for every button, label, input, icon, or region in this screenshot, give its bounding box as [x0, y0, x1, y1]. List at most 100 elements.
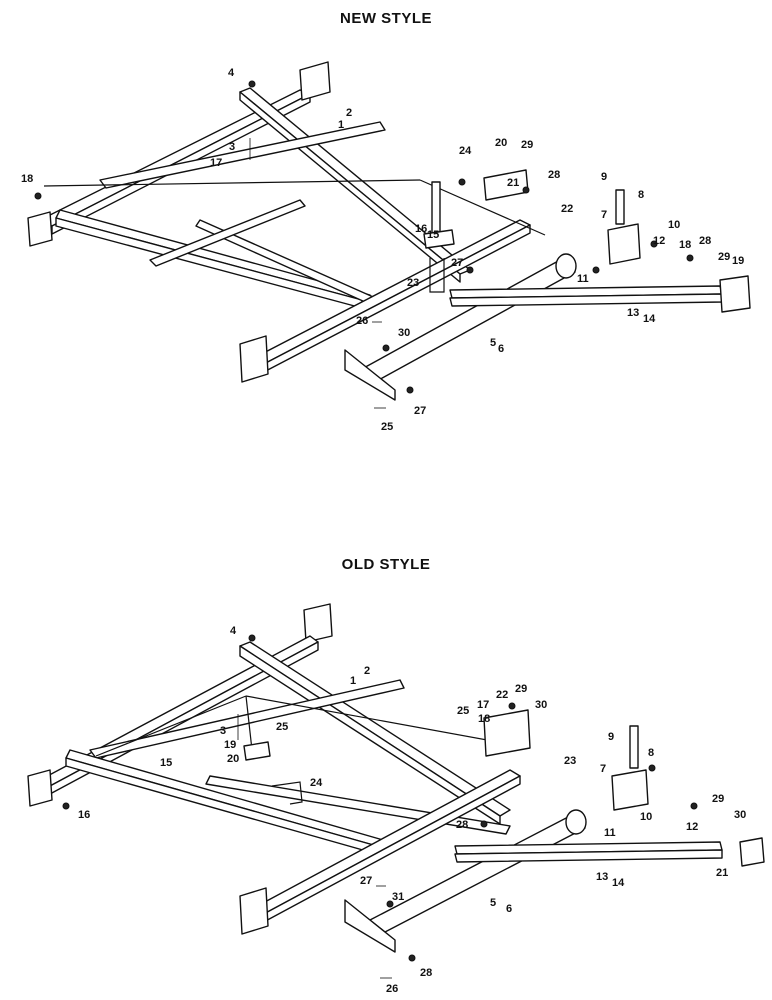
nut	[592, 266, 600, 274]
mount-plate	[27, 211, 53, 247]
nut	[458, 178, 466, 186]
nut	[690, 802, 698, 810]
nut	[650, 240, 658, 248]
part-label: 13	[627, 307, 639, 319]
link-rod	[43, 179, 421, 187]
part-label: 28	[699, 235, 711, 247]
part-label: 7	[600, 763, 606, 775]
cross-beam	[65, 757, 385, 857]
part-label: 25	[381, 421, 393, 433]
part-label: 6	[498, 343, 504, 355]
part-label: 21	[507, 177, 519, 189]
part-label: 14	[643, 313, 656, 325]
part-label: 28	[548, 169, 560, 181]
part-label: 5	[490, 337, 496, 349]
part-label: 29	[718, 251, 730, 263]
cross-beam	[149, 199, 306, 267]
mount-plate	[27, 769, 53, 807]
nut	[522, 186, 530, 194]
nut	[686, 254, 694, 262]
part-label: 9	[608, 731, 614, 743]
hitch-bracket	[719, 275, 751, 313]
nut	[62, 802, 70, 810]
nut	[466, 266, 474, 274]
part-label: 14	[612, 877, 625, 889]
mount-plate	[239, 887, 269, 935]
nut	[648, 764, 656, 772]
part-label: 19	[224, 739, 236, 751]
link-rod	[95, 695, 247, 757]
nut	[406, 386, 414, 394]
new-style-frame-diagram: 4 2 1 3 18 17 24 20 29 28 21 9 8 22 7 10…	[21, 61, 751, 433]
cross-beam	[89, 679, 405, 759]
part-label: 15	[427, 229, 439, 241]
axle-tube	[359, 259, 576, 383]
part-label: 12	[686, 821, 698, 833]
post-plate	[243, 741, 271, 761]
part-label: 11	[604, 827, 616, 839]
cross-beam	[55, 209, 371, 301]
part-label: 27	[414, 405, 426, 417]
hitch-bar	[454, 849, 723, 863]
part-label: 8	[638, 189, 644, 201]
part-label: 24	[310, 777, 323, 789]
link-rod	[245, 695, 521, 747]
part-label: 3	[229, 141, 235, 153]
old-style-frame-diagram: 4 2 1 22 29 30 17 25 18 3 25 19 20 15 24…	[27, 603, 765, 995]
bracket	[483, 169, 529, 201]
part-label: 18	[478, 713, 490, 725]
part-label: 23	[407, 277, 419, 289]
part-label: 27	[360, 875, 372, 887]
part-label: 2	[346, 107, 352, 119]
part-label: 27	[451, 257, 463, 269]
part-label: 1	[338, 119, 344, 131]
jack-bracket	[611, 769, 649, 811]
nut	[248, 634, 256, 642]
jack-bracket	[607, 223, 641, 265]
new-style-title: NEW STYLE	[339, 10, 432, 27]
mount-plate	[299, 61, 331, 101]
part-label: 17	[210, 157, 222, 169]
part-label: 17	[477, 699, 489, 711]
part-label: 28	[420, 967, 432, 979]
tube-end	[565, 809, 587, 835]
part-label: 20	[227, 753, 239, 765]
part-label: 29	[521, 139, 533, 151]
mount-plate	[239, 335, 269, 383]
rockshaft-arm	[344, 349, 396, 401]
part-label: 25	[457, 705, 469, 717]
part-label: 29	[712, 793, 724, 805]
brace	[245, 695, 253, 751]
part-label: 3	[220, 725, 226, 737]
part-label: 18	[21, 173, 33, 185]
u-bolt	[429, 258, 445, 293]
part-label: 20	[495, 137, 507, 149]
part-label: 24	[459, 145, 472, 157]
nut	[34, 192, 42, 200]
part-label: 1	[350, 675, 356, 687]
part-label: 16	[415, 223, 427, 235]
part-label: 4	[228, 67, 235, 79]
part-label: 4	[230, 625, 237, 637]
part-label: 22	[561, 203, 573, 215]
mount-plate	[303, 603, 333, 643]
part-label: 30	[398, 327, 410, 339]
link-rod	[419, 179, 546, 236]
nut	[382, 344, 390, 352]
jack-post	[615, 189, 625, 225]
part-label: 31	[392, 891, 404, 903]
part-label: 9	[601, 171, 607, 183]
part-label: 18	[679, 239, 691, 251]
part-label: 19	[732, 255, 744, 267]
old-style-title: OLD STYLE	[341, 556, 431, 573]
nut	[508, 702, 516, 710]
part-label: 5	[490, 897, 496, 909]
part-label: 28	[456, 819, 468, 831]
part-label: 26	[356, 315, 368, 327]
part-label: 21	[716, 867, 728, 879]
part-label: 30	[734, 809, 746, 821]
part-label: 2	[364, 665, 370, 677]
rockshaft-arm	[344, 899, 396, 953]
part-label: 29	[515, 683, 527, 695]
part-label: 13	[596, 871, 608, 883]
